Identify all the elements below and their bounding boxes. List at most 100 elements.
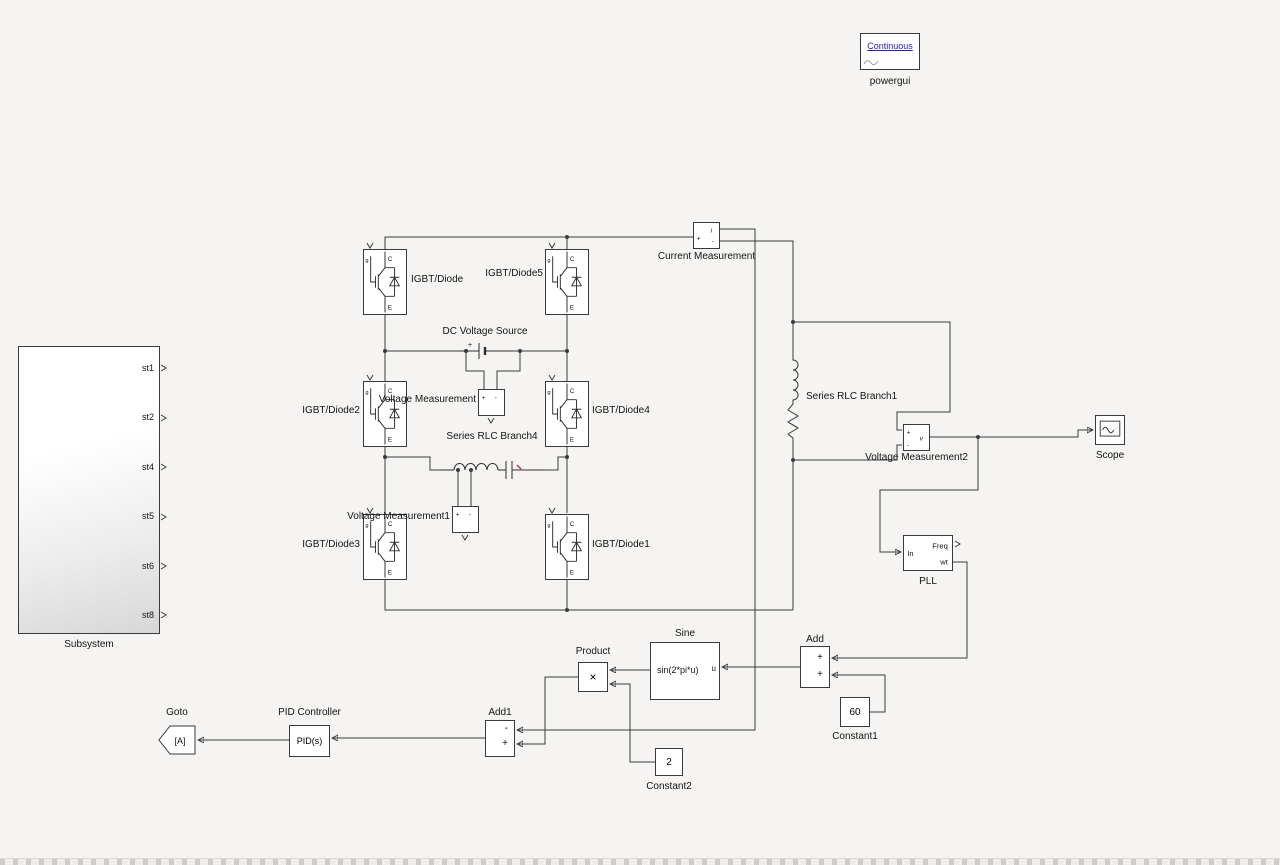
- add-sign2: +: [817, 669, 823, 680]
- subsystem-block[interactable]: st1 st2 st4 st5 st6 st8: [18, 346, 160, 634]
- constant2-label: Constant2: [646, 781, 692, 792]
- pll-block[interactable]: In Freq wt: [903, 535, 953, 571]
- plus-sign: +: [468, 342, 472, 349]
- constant2-value: 2: [666, 756, 672, 768]
- pll-in-port-label: In: [907, 549, 913, 558]
- voltage-measurement2-label: Voltage Measurement2: [865, 452, 968, 463]
- constant1-block[interactable]: 60: [840, 697, 870, 727]
- subsystem-port-st2: st2: [141, 412, 154, 422]
- gate-port-label: g: [547, 390, 550, 396]
- electrical-wires[interactable]: [384, 236, 951, 611]
- voltage-measurement1-label: Voltage Measurement1: [347, 511, 450, 522]
- sine-wave-icon: [863, 60, 879, 66]
- igbt-diode5-label: IGBT/Diode5: [485, 268, 543, 279]
- pll-freq-port-label: Freq: [932, 541, 948, 550]
- product-operator: ×: [589, 670, 597, 684]
- sine-label: Sine: [674, 628, 695, 639]
- gate-port-label: g: [547, 258, 550, 264]
- powergui-label: powergui: [869, 76, 911, 87]
- product-label: Product: [575, 646, 611, 657]
- subsystem-port-st1: st1: [141, 363, 154, 373]
- series-rlc-branch4-block[interactable]: [440, 455, 545, 485]
- igbt-diode5-block[interactable]: g C E: [545, 249, 589, 315]
- igbt-diode-label: IGBT/Diode: [411, 274, 464, 285]
- collector-port-label: C: [570, 256, 575, 263]
- igbt-diode3-block[interactable]: g C E: [363, 514, 407, 580]
- igbt-diode1-block[interactable]: g C E: [545, 514, 589, 580]
- pll-ports: In Freq wt: [907, 541, 948, 566]
- pll-wt-port-label: wt: [939, 557, 948, 566]
- goto-tag-shape: [A]: [158, 725, 196, 755]
- emitter-port-label: E: [388, 305, 392, 312]
- igbt-symbol: g C E: [365, 516, 401, 578]
- horizontal-scrollbar[interactable]: [0, 858, 1280, 865]
- voltmeter-icon: + - v: [907, 429, 924, 449]
- igbt-diode2-label: IGBT/Diode2: [302, 405, 360, 416]
- subsystem-port-st5: st5: [141, 511, 154, 521]
- subsystem-port-st4: st4: [141, 462, 154, 472]
- series-rlc-branch1-symbol[interactable]: [787, 358, 799, 460]
- emitter-port-label: E: [570, 570, 574, 577]
- scope-icon: [1099, 420, 1121, 437]
- powergui-mode-text: Continuous: [867, 41, 913, 51]
- subsystem-label: Subsystem: [64, 639, 114, 650]
- series-rlc-branch1-label: Series RLC Branch1: [806, 391, 898, 402]
- dc-voltage-source-block[interactable]: +: [458, 339, 512, 361]
- junction-dots: [383, 235, 980, 612]
- igbt-symbol: g C E: [365, 383, 401, 445]
- igbt-symbol: g C E: [547, 383, 583, 445]
- igbt-diode4-label: IGBT/Diode4: [592, 405, 650, 416]
- voltage-measurement1-block[interactable]: + -: [452, 506, 479, 533]
- gate-port-label: g: [365, 523, 368, 529]
- voltage-measurement-label: Voltage Measurement: [378, 394, 476, 405]
- minus-sign: -: [712, 238, 714, 245]
- add-label: Add: [806, 634, 824, 645]
- series-rlc-branch4-label: Series RLC Branch4: [446, 431, 538, 442]
- igbt-diode2-block[interactable]: g C E: [363, 381, 407, 447]
- constant1-label: Constant1: [832, 731, 878, 742]
- plus-sign: +: [907, 429, 911, 436]
- collector-port-label: C: [388, 388, 393, 395]
- pll-label: PLL: [919, 576, 937, 587]
- igbt-diode4-block[interactable]: g C E: [545, 381, 589, 447]
- igbt-symbol: g C E: [365, 251, 401, 313]
- signal-wires[interactable]: [198, 228, 1093, 763]
- rlc-branch-icon: [440, 461, 545, 479]
- goto-block[interactable]: [A]: [158, 725, 196, 755]
- powergui-block[interactable]: Continuous: [860, 33, 920, 70]
- voltage-signal-label: v: [920, 436, 924, 443]
- add1-sign2: +: [502, 738, 508, 749]
- subsystem-port-st6: st6: [141, 561, 154, 571]
- pid-controller-label: PID Controller: [278, 707, 341, 718]
- collector-port-label: C: [388, 521, 393, 528]
- voltage-measurement-block[interactable]: + -: [478, 389, 505, 416]
- scope-block[interactable]: [1095, 415, 1125, 445]
- current-measurement-block[interactable]: i + -: [693, 222, 720, 249]
- pid-controller-block[interactable]: PID(s): [289, 725, 330, 757]
- voltage-measurement2-block[interactable]: + - v: [903, 424, 930, 451]
- sine-block[interactable]: sin(2*pi*u) u: [650, 642, 720, 700]
- sine-expression: sin(2*pi*u): [657, 665, 699, 675]
- constant2-block[interactable]: 2: [655, 748, 683, 776]
- plus-sign: +: [697, 236, 701, 243]
- current-measurement-label: Current Measurement: [657, 251, 756, 262]
- minus-sign: -: [469, 511, 471, 518]
- current-signal-label: i: [711, 227, 713, 234]
- product-block[interactable]: ×: [578, 662, 608, 692]
- igbt-symbol: g C E: [547, 251, 583, 313]
- igbt-symbol: g C E: [547, 516, 583, 578]
- gate-port-label: g: [365, 258, 368, 264]
- add1-label: Add1: [488, 707, 512, 718]
- igbt-diode-block[interactable]: g C E: [363, 249, 407, 315]
- pid-text: PID(s): [296, 736, 323, 746]
- add-sign1: +: [817, 652, 823, 663]
- add1-block[interactable]: - +: [485, 720, 515, 757]
- add-block[interactable]: + +: [800, 646, 830, 688]
- scope-label: Scope: [1095, 450, 1125, 461]
- igbt-diode3-label: IGBT/Diode3: [302, 539, 360, 550]
- constant1-value: 60: [849, 706, 861, 718]
- emitter-port-label: E: [388, 570, 392, 577]
- sine-input-label: u: [711, 664, 716, 673]
- plus-sign: +: [456, 511, 460, 518]
- minus-sign: -: [495, 394, 497, 401]
